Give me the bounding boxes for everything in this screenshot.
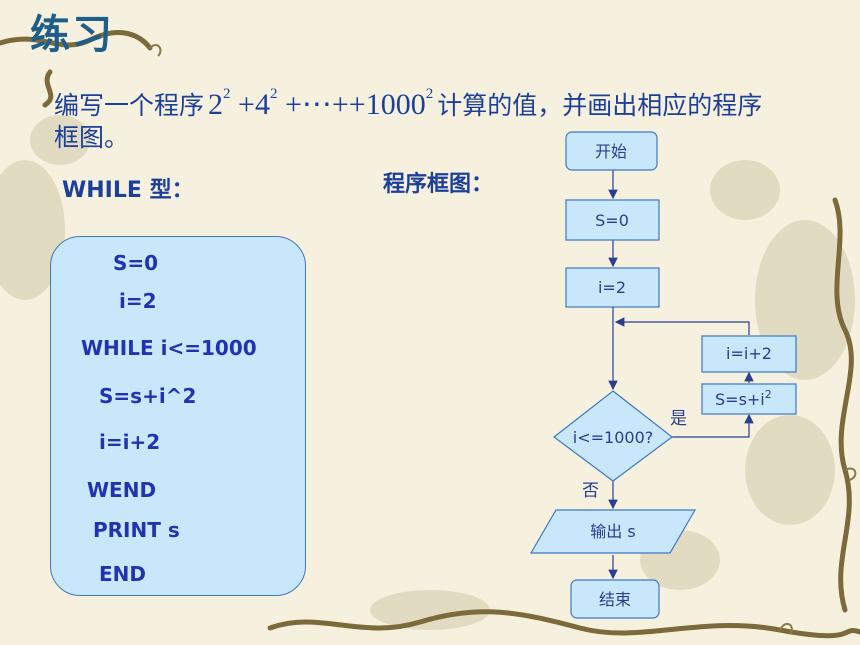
code-line: S=0 (113, 251, 159, 275)
slide-title: 练习 (30, 11, 114, 58)
problem-tail: 计算的值，并画出相应的程序框图。 (54, 91, 763, 152)
output-node (529, 509, 697, 554)
start-text: 开始 (595, 142, 627, 161)
increment-node (701, 335, 797, 373)
init-i-text: i=2 (598, 278, 626, 297)
problem-lead: 编写一个程序 (54, 91, 205, 120)
sum-expression: 22 +42 +⋯++10002 (208, 86, 434, 121)
init-s-node (565, 199, 660, 241)
while-type-label: WHILE 型： (62, 178, 194, 203)
output-text: 输出 s (590, 522, 635, 541)
plus-op: + (238, 88, 255, 121)
sum-text-base: S=s+i (715, 390, 765, 409)
init-s-text: S=0 (595, 211, 629, 230)
init-i-node (565, 267, 660, 308)
term1-base: 2 (208, 88, 224, 121)
condition-node (553, 390, 673, 482)
code-line: i=i+2 (99, 430, 161, 454)
yes-label: 是 (670, 409, 687, 429)
end-text: 结束 (599, 590, 631, 609)
code-line: PRINT s (93, 518, 180, 542)
code-line: END (99, 562, 147, 586)
while-code-box: S=0 i=2 WHILE i<=1000 S=s+i^2 i=i+2 WEND… (50, 236, 306, 596)
term1-exponent: 2 (223, 86, 231, 102)
code-line: S=s+i^2 (99, 384, 197, 408)
end-node (570, 579, 660, 619)
no-label: 否 (582, 481, 599, 501)
code-line: WHILE i<=1000 (81, 336, 257, 360)
term3-base: 1000 (365, 88, 426, 121)
flowchart-label: 程序框图： (383, 172, 494, 197)
code-line: WEND (87, 478, 157, 502)
increment-text: i=i+2 (726, 344, 772, 363)
term3-exponent: 2 (425, 86, 434, 102)
sum-text: S=s+i2 (715, 388, 772, 409)
code-line: i=2 (119, 289, 157, 313)
condition-text: i<=1000? (573, 428, 653, 447)
sum-node (701, 383, 797, 415)
term2-base: 4 (254, 88, 270, 121)
sum-text-exponent: 2 (765, 388, 772, 401)
ellipsis-op: +⋯++ (284, 88, 366, 121)
start-node (565, 131, 658, 171)
term2-exponent: 2 (269, 86, 278, 102)
